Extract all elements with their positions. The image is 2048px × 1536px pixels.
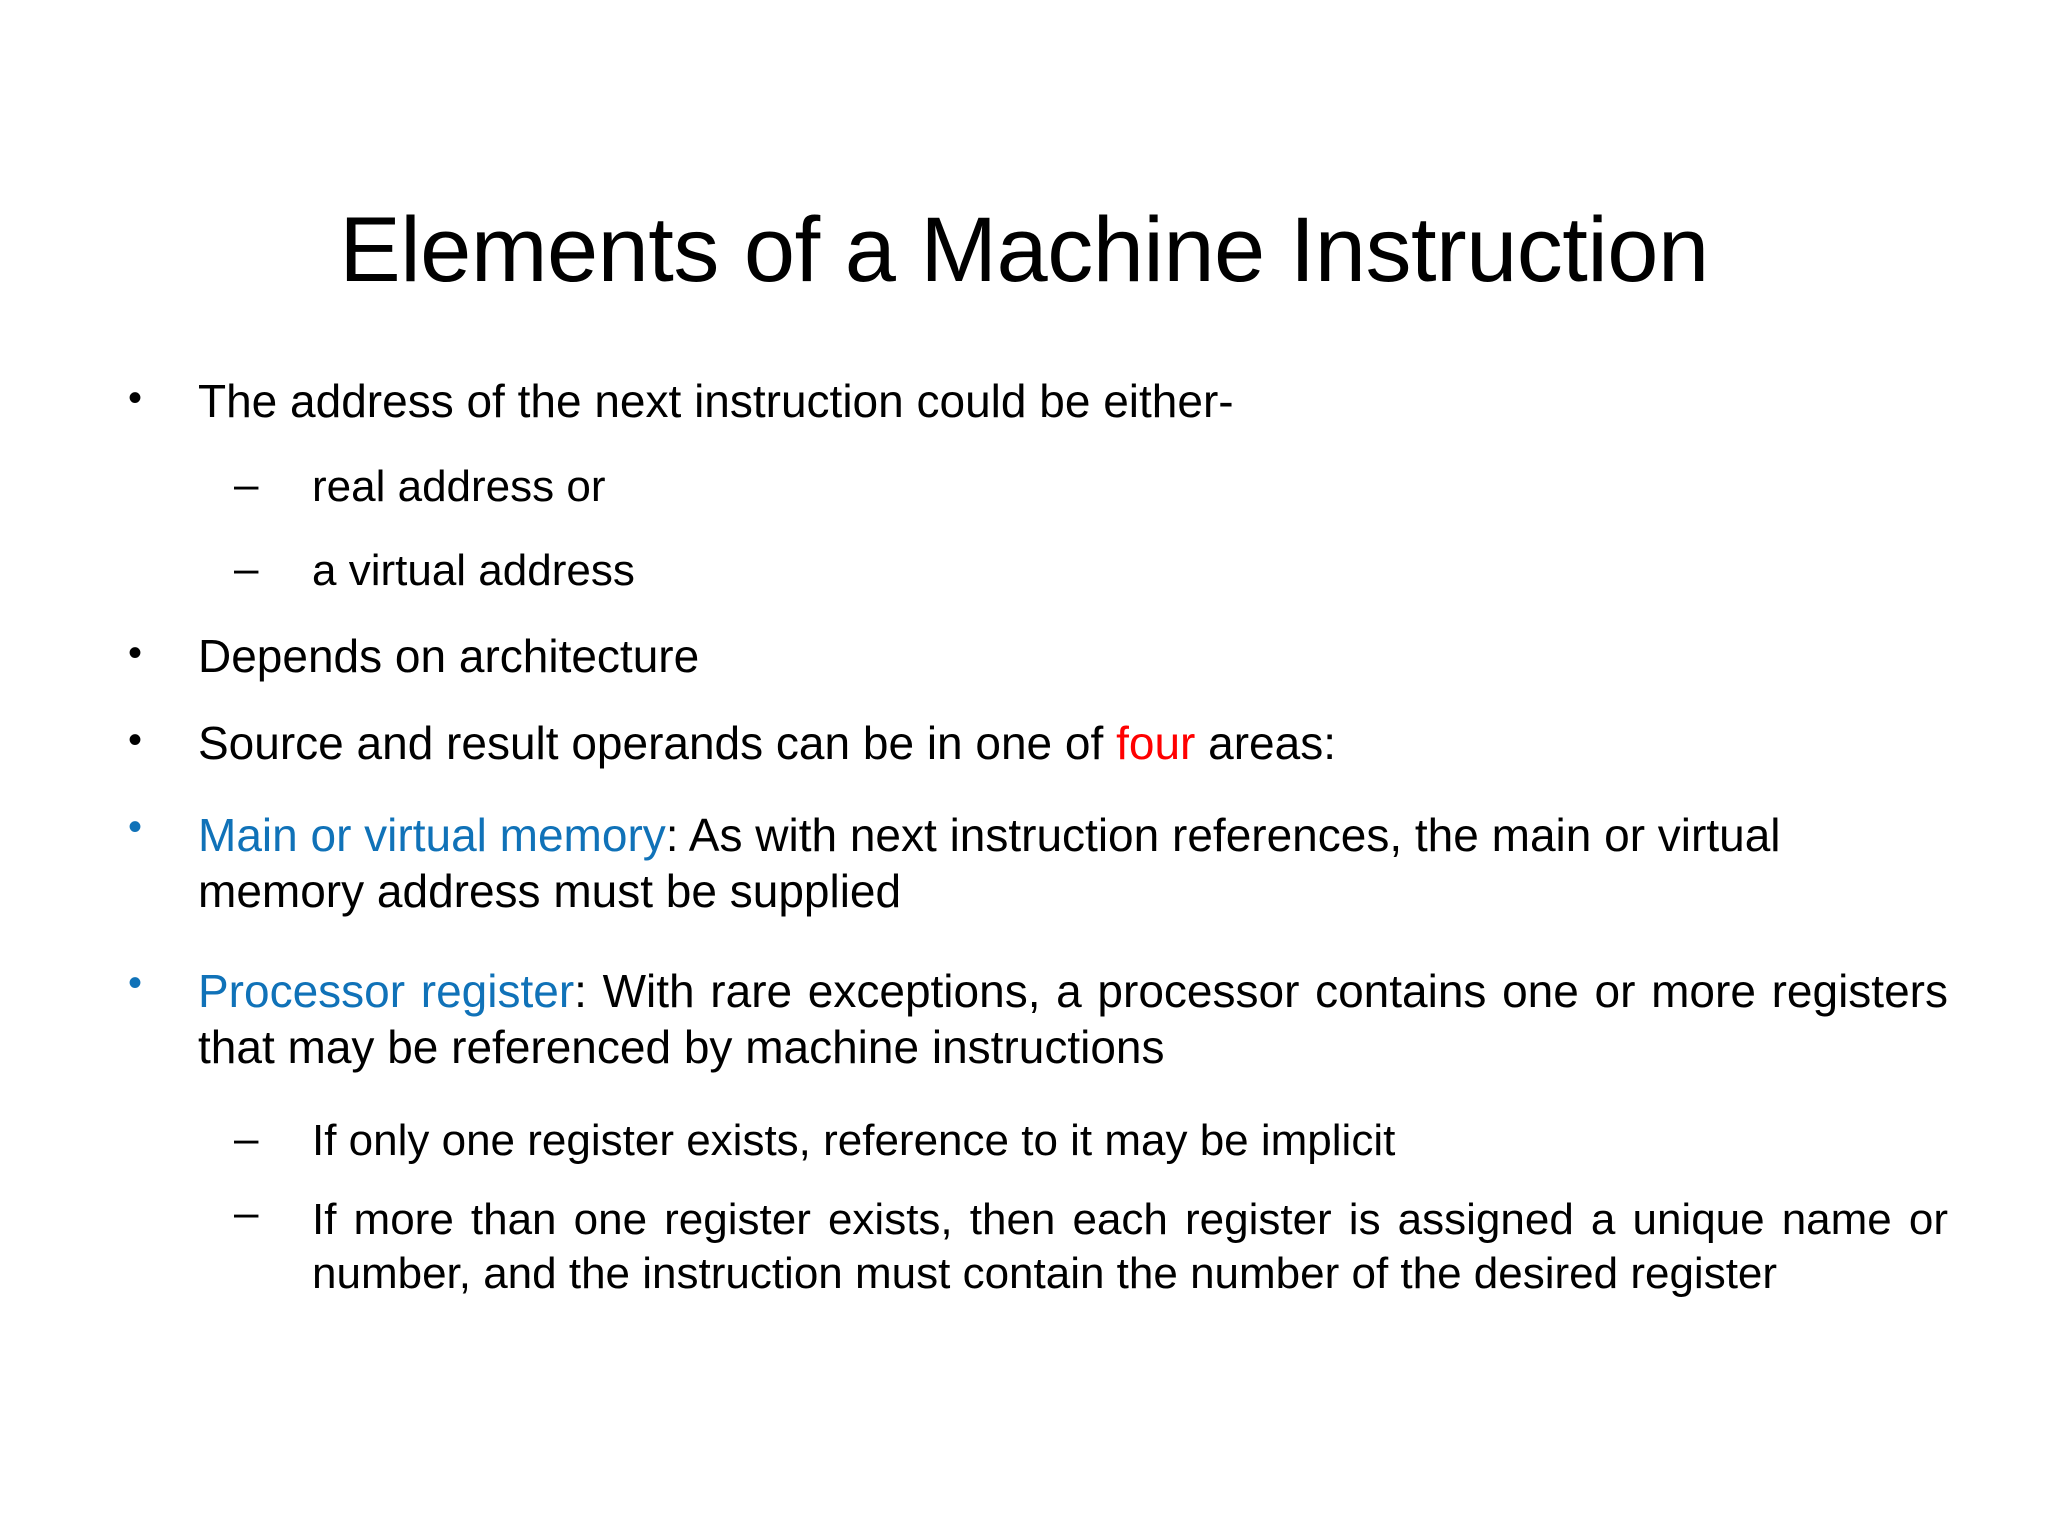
slide-body-content: • The address of the next instruction co…: [112, 378, 1948, 1341]
sub-bullet-text: real address or: [312, 462, 606, 511]
bullet-label-processor-register: Processor register: [198, 965, 575, 1018]
sub-bullet-text: If only one register exists, reference t…: [312, 1116, 1396, 1166]
sub-bullet-real-address: – real address or: [112, 460, 1948, 511]
bullet-text: : With rare exceptions, a processor cont…: [198, 965, 1948, 1074]
bullet-item-main-or-virtual-memory: • Main or virtual memory: As with next i…: [112, 807, 1948, 919]
bullet-text: Depends on architecture: [198, 630, 700, 682]
bullet-text: : As with next instruction references, t…: [198, 809, 1781, 918]
bullet-dash-icon: –: [234, 460, 259, 509]
bullet-dash-icon: –: [234, 1114, 259, 1164]
sub-bullet-multiple-registers-named: – If more than one register exists, then…: [112, 1188, 1948, 1300]
bullet-dash-icon: –: [234, 1188, 259, 1238]
sub-bullet-single-register-implicit: – If only one register exists, reference…: [112, 1114, 1948, 1166]
bullet-item-next-instruction-address: • The address of the next instruction co…: [112, 378, 1948, 424]
sub-bullet-text: If more than one register exists, then e…: [312, 1195, 1574, 1245]
sub-bullet-text-continued: a unique name or number, and the instruc…: [312, 1195, 1948, 1299]
sub-bullet-text: a virtual address: [312, 546, 635, 595]
sub-bullet-virtual-address: – a virtual address: [112, 544, 1948, 595]
bullet-dot-icon: •: [128, 961, 143, 1006]
bullet-text-tail: areas:: [1195, 717, 1336, 769]
bullet-dot-icon: •: [128, 631, 143, 675]
bullet-item-processor-register: • Processor register: With rare exceptio…: [112, 963, 1948, 1075]
bullet-item-depends-on-architecture: • Depends on architecture: [112, 633, 1948, 679]
bullet-dot-icon: •: [128, 805, 143, 849]
bullet-text-lead: Source and result operands can be in one…: [198, 717, 1117, 769]
bullet-text: The address of the next instruction coul…: [198, 375, 1234, 427]
bullet-dot-icon: •: [128, 376, 143, 420]
page-title: Elements of a Machine Instruction: [339, 198, 1709, 301]
bullet-item-operand-areas: • Source and result operands can be in o…: [112, 720, 1948, 766]
bullet-dash-icon: –: [234, 544, 259, 593]
bullet-text-highlight-four: four: [1116, 717, 1196, 769]
bullet-label-main-or-virtual-memory: Main or virtual memory: [198, 809, 666, 861]
bullet-dot-icon: •: [128, 718, 143, 762]
